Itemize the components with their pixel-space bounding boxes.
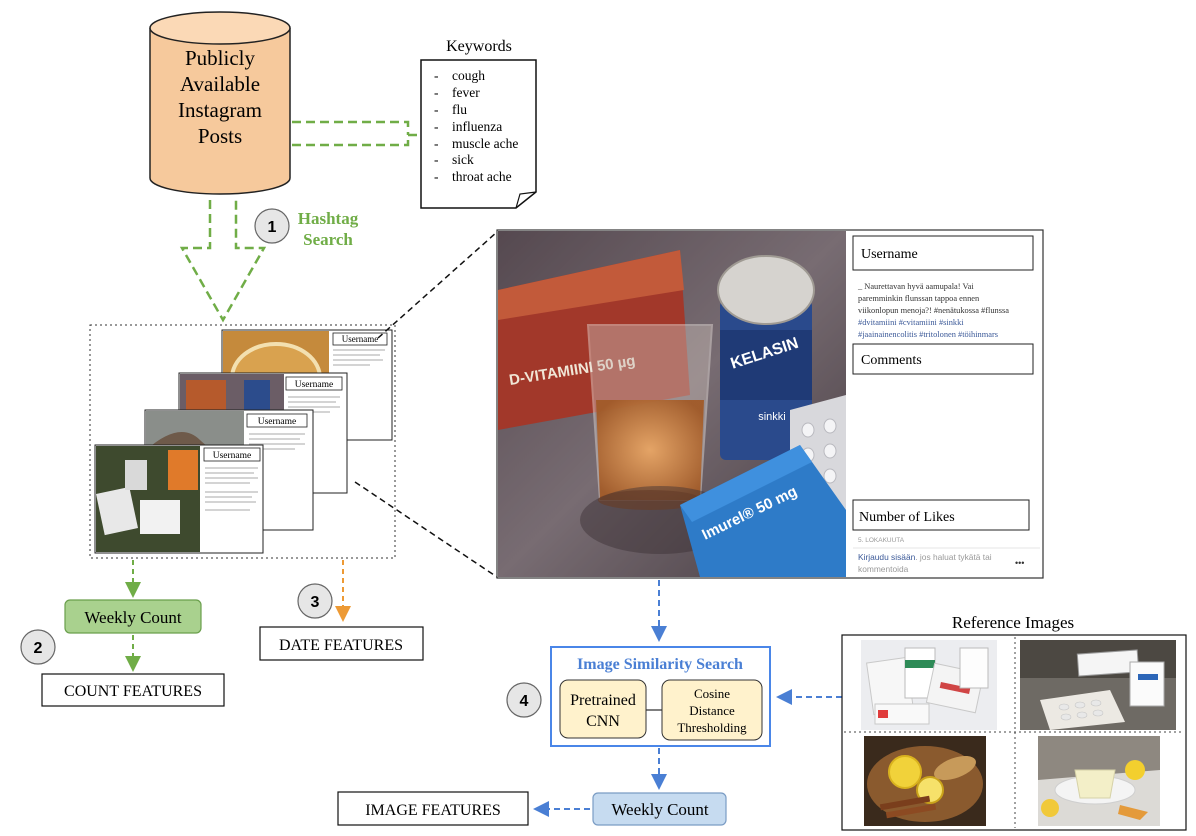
post-comments-label: Comments — [861, 353, 922, 368]
reference-image-pills — [1020, 640, 1176, 730]
keyword-item: flu — [452, 102, 467, 117]
cosine-label: Thresholding — [677, 720, 747, 735]
login-prompt-line2: kommentoida — [858, 564, 909, 574]
database-line: Posts — [198, 124, 242, 148]
keyword-item: throat ache — [452, 169, 512, 184]
keywords-note: Keywords - cough - fever - flu - influen… — [420, 38, 537, 209]
database-line: Available — [180, 72, 260, 96]
keyword-dash: - — [434, 119, 439, 134]
similarity-title: Image Similarity Search — [577, 656, 743, 673]
reference-image-medicine-boxes — [861, 640, 997, 730]
count-features-box: COUNT FEATURES — [41, 673, 225, 707]
image-similarity-search: Image Similarity Search Pretrained CNN C… — [550, 646, 771, 747]
reference-images-title: Reference Images — [952, 613, 1074, 632]
keyword-item: cough — [452, 68, 485, 83]
keyword-item: influenza — [452, 119, 502, 134]
cosine-label: Distance — [689, 703, 735, 718]
step-number: 3 — [311, 594, 320, 611]
database-line: Publicly — [185, 46, 256, 70]
reference-image-tea-lemon — [1038, 736, 1160, 826]
thumbnail-username: Username — [295, 380, 334, 390]
post-photo: D-VITAMIINI 50 µg KELASIN sinkki — [498, 231, 846, 577]
login-link[interactable]: Kirjaudu sisään — [858, 552, 916, 562]
step-4-marker: 4 — [506, 682, 542, 718]
more-options-icon[interactable]: ••• — [1015, 558, 1024, 568]
keyword-dash: - — [434, 169, 439, 184]
instagram-database: Publicly Available Instagram Posts — [149, 11, 291, 195]
weekly-count-green: Weekly Count — [64, 599, 202, 634]
keywords-connector — [292, 120, 420, 147]
step-3-marker: 3 — [297, 583, 333, 619]
post-caption-line: #dvitamiini #cvitamiini #sinkki — [858, 318, 964, 327]
date-features-label: DATE FEATURES — [279, 637, 403, 654]
reference-image-lemons-ginger — [864, 736, 986, 826]
post-caption-line: paremminkin flunssan tappoa ennen — [858, 294, 980, 303]
thumbnail-username: Username — [213, 451, 252, 461]
login-prompt-rest: . jos haluat tykätä tai — [915, 552, 991, 562]
keyword-item: fever — [452, 85, 480, 100]
cosine-thresholding-box: Cosine Distance Thresholding — [661, 679, 763, 741]
cnn-label: Pretrained — [570, 692, 636, 709]
post-thumbnail: Username — [94, 444, 264, 554]
image-features-label: IMAGE FEATURES — [365, 802, 501, 819]
post-date: 5. LOKAKUUTA — [858, 537, 905, 544]
keyword-item: muscle ache — [452, 136, 518, 151]
post-caption-line: #jaainainencolitis #tritolonen #töihinma… — [858, 330, 998, 339]
login-prompt: Kirjaudu sisään. jos haluat tykätä tai — [858, 552, 992, 562]
posts-collection-frame — [89, 324, 396, 559]
post-caption-line: _ Naurettavan hyvä aamupala! Vai — [857, 282, 974, 291]
reference-images-grid — [841, 634, 1187, 831]
keyword-dash: - — [434, 85, 439, 100]
hashtag-search-label: Hashtag — [298, 209, 359, 228]
keyword-item: sick — [452, 152, 474, 167]
thumbnail-username: Username — [342, 334, 378, 344]
weekly-count-label: Weekly Count — [84, 608, 182, 627]
hashtag-search-arrow — [179, 200, 267, 323]
post-sidebar: Username _ Naurettavan hyvä aamupala! Va… — [852, 235, 1040, 574]
pretrained-cnn-box: Pretrained CNN — [559, 679, 647, 739]
zoom-line — [354, 481, 498, 578]
cosine-label: Cosine — [694, 686, 730, 701]
thumbnail-username: Username — [258, 417, 297, 427]
step-number: 4 — [520, 693, 529, 710]
keyword-dash: - — [434, 152, 439, 167]
database-line: Instagram — [178, 98, 262, 122]
step-number: 2 — [34, 640, 43, 657]
count-features-label: COUNT FEATURES — [64, 683, 202, 700]
hashtag-search-label: Search — [303, 230, 353, 249]
expanded-post: D-VITAMIINI 50 µg KELASIN sinkki — [496, 229, 1044, 579]
photo-label: sinkki — [758, 411, 786, 423]
keyword-dash: - — [434, 136, 439, 151]
date-features-box: DATE FEATURES — [259, 626, 424, 661]
post-likes-label: Number of Likes — [859, 510, 955, 525]
weekly-count-label: Weekly Count — [611, 800, 709, 819]
post-caption-line: viikonlopun menoja?! #nenätukossa #fluns… — [858, 306, 1009, 315]
post-username-label: Username — [861, 247, 918, 262]
step-1-marker: 1 — [254, 208, 290, 244]
step-number: 1 — [268, 219, 277, 236]
cnn-label: CNN — [586, 713, 620, 730]
weekly-count-blue: Weekly Count — [592, 792, 727, 826]
keywords-title: Keywords — [446, 38, 512, 55]
image-features-box: IMAGE FEATURES — [337, 791, 529, 826]
zoom-line — [377, 231, 498, 339]
keyword-dash: - — [434, 102, 439, 117]
step-2-marker: 2 — [20, 629, 56, 665]
keyword-dash: - — [434, 68, 439, 83]
